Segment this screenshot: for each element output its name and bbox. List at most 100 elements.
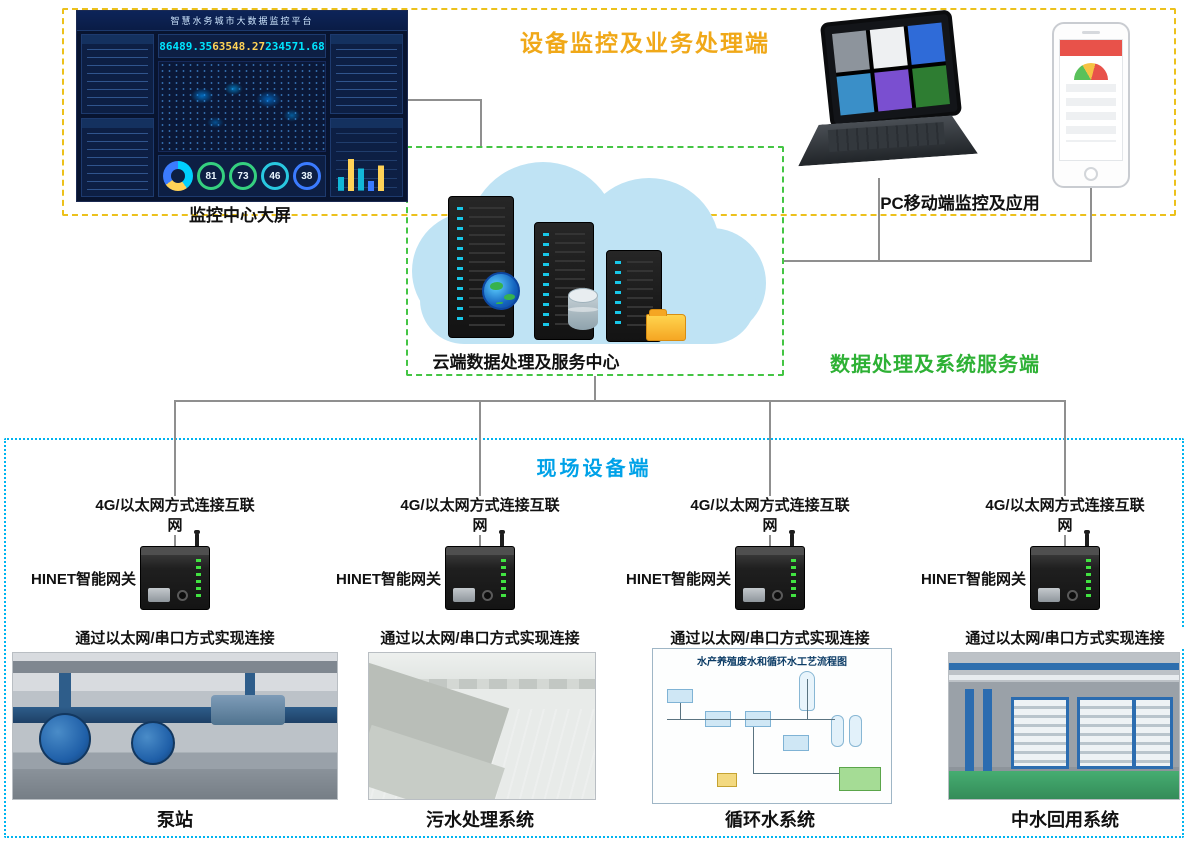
connector-bus-h (174, 400, 1066, 402)
system-label: 泵站 (157, 810, 193, 830)
connector-col3-v (769, 400, 771, 548)
connector-laptop-v (878, 178, 880, 262)
connector-cloud-v (594, 376, 596, 402)
folder-icon (646, 309, 686, 341)
flow-line (667, 719, 835, 720)
phone-app-header (1060, 40, 1122, 56)
connector-col4-v (1064, 400, 1066, 548)
dashboard-table-panel (81, 34, 155, 114)
device-connection-label: 通过以太网/串口方式实现连接 (945, 627, 1185, 648)
gauge: 81 (197, 162, 226, 190)
gateway-body (1030, 546, 1100, 610)
dashboard-header: 智慧水务城市大数据监控平台 (77, 11, 407, 31)
dashboard-caption: 监控中心大屏 (189, 206, 291, 225)
scene-element (1077, 697, 1135, 769)
gateway-led-indicators (501, 559, 506, 599)
flow-diagram-title: 水产养殖废水和循环水工艺流程图 (697, 657, 847, 668)
device-connection-label: 通过以太网/串口方式实现连接 (360, 627, 600, 648)
connector-col2-v (479, 400, 481, 548)
phone-speaker (1082, 31, 1100, 34)
gateway-led-indicators (1086, 559, 1091, 599)
flow-line (680, 703, 681, 719)
database-icon (568, 288, 598, 330)
laptop-device (795, 9, 980, 182)
circulating-water-flow-diagram: 水产养殖废水和循环水工艺流程图 (652, 648, 892, 804)
gauge-value: 81 (205, 170, 217, 182)
gateway-port-round (1067, 590, 1078, 601)
gauge-value: 73 (237, 170, 249, 182)
laptop-keyboard (795, 114, 978, 176)
dashboard-gauges-row: 81 73 46 38 (158, 155, 326, 197)
phone-screen (1059, 39, 1123, 161)
stat-value: 86489.35 (159, 39, 213, 53)
zone-monitoring-title: 设备监控及业务处理端 (520, 30, 770, 56)
flow-box (667, 689, 693, 703)
gateway-antenna-icon (194, 530, 200, 548)
gauge-value: 46 (269, 170, 281, 182)
gateway-led-indicators (791, 559, 796, 599)
gateway-port-round (482, 590, 493, 601)
scene-element (965, 689, 974, 773)
donut-chart (163, 161, 194, 191)
gateway-port-round (772, 590, 783, 601)
gateway-antenna-icon (789, 530, 795, 548)
gateway-body (445, 546, 515, 610)
flow-line (753, 727, 754, 773)
flow-cylinder (831, 715, 844, 747)
cloud-caption: 云端数据处理及服务中心 (432, 353, 620, 372)
gateway-label: HINET智能网关 (625, 571, 731, 588)
zone-field-title: 现场设备端 (536, 458, 652, 480)
dashboard-body: 86489.35 63548.27 234571.68 81 73 46 38 (81, 34, 403, 197)
scene-element (949, 675, 1179, 680)
flow-pond (839, 767, 881, 791)
scene-element (13, 769, 337, 799)
scene-element (949, 663, 1179, 670)
connector-devices-h (784, 260, 1092, 262)
gateway-port-round (177, 590, 188, 601)
dashboard-title: 智慧水务城市大数据监控平台 (170, 16, 314, 26)
dashboard-bar-chart-panel (329, 117, 403, 197)
laptop-screen (819, 9, 963, 129)
scene-element (59, 673, 71, 717)
system-label: 中水回用系统 (1011, 810, 1119, 830)
monitoring-dashboard-screen: 智慧水务城市大数据监控平台 86489.35 63548.27 234571.6… (76, 10, 408, 202)
server-tower (448, 196, 514, 338)
flow-small-tank (717, 773, 737, 787)
gateway-ports (148, 588, 170, 602)
phone-home-button (1084, 167, 1098, 181)
laptop-screen-content (832, 22, 950, 116)
internet-connection-label: 4G/以太网方式连接互联网 (690, 496, 850, 535)
flow-line (753, 773, 843, 774)
water-reuse-photo (948, 652, 1180, 800)
scene-element (131, 721, 175, 765)
dashboard-table-panel (81, 117, 155, 197)
scene-element (13, 661, 337, 673)
scene-element (1011, 697, 1069, 769)
system-label: 污水处理系统 (426, 810, 534, 830)
phone-list-rows (1066, 84, 1116, 142)
dashboard-left-panels (81, 34, 155, 197)
stat-value: 63548.27 (212, 39, 266, 53)
scene-element (1133, 697, 1173, 769)
connector-col1-v (174, 400, 176, 548)
gateway-ports (1038, 588, 1060, 602)
dashboard-right-panels (329, 34, 403, 197)
smartphone-device (1052, 22, 1130, 188)
globe-icon (482, 272, 520, 310)
gateway-label: HINET智能网关 (30, 571, 136, 588)
gateway-ports (743, 588, 765, 602)
internet-connection-label: 4G/以太网方式连接互联网 (985, 496, 1145, 535)
dashboard-stats-row: 86489.35 63548.27 234571.68 (158, 34, 326, 58)
gateway-label: HINET智能网关 (335, 571, 441, 588)
gauge: 46 (260, 162, 289, 190)
device-connection-label: 通过以太网/串口方式实现连接 (650, 627, 890, 648)
hinet-gateway-device (140, 530, 210, 610)
zone-cloud-border (406, 146, 784, 376)
gauge: 38 (292, 162, 321, 190)
system-label: 循环水系统 (725, 810, 815, 830)
world-map (158, 61, 326, 152)
connector-dashboard-h (406, 99, 482, 101)
gateway-body (735, 546, 805, 610)
hinet-gateway-device (1030, 530, 1100, 610)
